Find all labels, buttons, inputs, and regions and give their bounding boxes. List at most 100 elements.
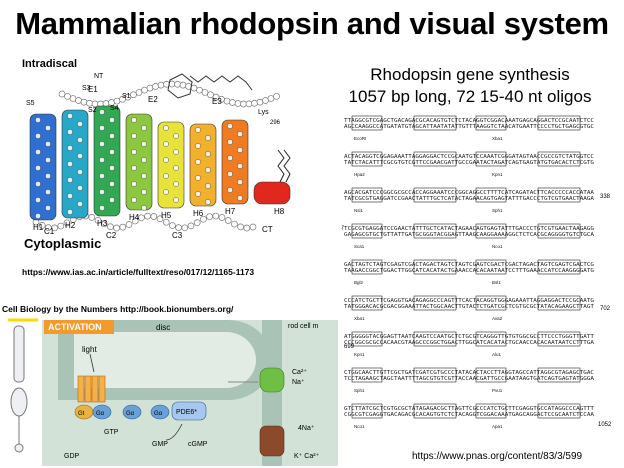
- helix-h7: [221, 119, 249, 205]
- light-arrow: [89, 353, 95, 373]
- gene-sequence-figure: TTAGGCGTCGAGCTGACAGACGCACAGTGTCTCTACAGGT…: [342, 115, 612, 429]
- loop-label-e1: E1: [88, 85, 98, 94]
- ias-source-url[interactable]: https://www.ias.ac.in/article/fulltext/r…: [22, 267, 255, 277]
- svg-text:Sca1: Sca1: [354, 244, 365, 249]
- svg-text:TCGCGTGAGGATCCGAACTATTTGCTCATA: TCGCGTGAGGATCCGAACTATTTGCTCATACTAGAACAGT…: [344, 226, 594, 232]
- gt-alpha-bound: [92, 404, 112, 420]
- helix-label-h4: H4: [129, 213, 140, 222]
- svg-text:Hpa2: Hpa2: [354, 172, 365, 177]
- pde-reaction-arrow: [165, 423, 183, 441]
- svg-text:Xba1: Xba1: [492, 136, 503, 141]
- cgmp-gated-channel: [259, 367, 285, 393]
- svg-text:Apa1: Apa1: [492, 424, 503, 429]
- helix-label-h6: H6: [193, 209, 204, 218]
- lys-label: Lys: [258, 109, 269, 116]
- helix-h1: [29, 113, 57, 221]
- svg-text:CGGCGTCGAGGTGACAGACGCACAGTGTCT: CGGCGTCGAGGTGACAGACGCACAGTGTCTCTACAGGTCG…: [344, 412, 594, 418]
- phototransduction-diagram: ACTIVATION light disc rod cell m Gt Gα G…: [2, 316, 338, 466]
- helix-label-h8: H8: [274, 207, 285, 216]
- helix-label-h2: H2: [65, 221, 76, 230]
- svg-text:AGCACGATCCCGGCGCGCCACCAGGAAATC: AGCACGATCCCGGCGCGCCACCAGGAAATCCCGGCAGGCC…: [344, 190, 594, 196]
- svg-text:TATCTACATTTCGCGTGTCGTTCCGAACGA: TATCTACATTTCGCGTGTCGTTCCGAACGATTGCCGAATA…: [344, 160, 594, 166]
- helix-group: H1 H2 H3 H4 H5 H6 H7 H8: [29, 105, 291, 232]
- helix-h3: [93, 105, 121, 217]
- pnas-source-url[interactable]: https://www.pnas.org/content/83/3/599: [412, 451, 583, 462]
- svg-text:Alu1: Alu1: [492, 352, 502, 357]
- pde6-enzyme: [171, 401, 207, 421]
- gtp-label: GTP: [104, 429, 119, 436]
- gt-beta-label: Gt: [78, 411, 85, 417]
- residue-label-s5: S5: [26, 100, 35, 107]
- svg-text:GACTAGTCTAGTCGAGTCGACTAGACTAGT: GACTAGTCTAGTCGAGTCGACTAGACTAGTCTAGTCGAGT…: [344, 262, 594, 268]
- loop-label-c1: C1: [44, 227, 55, 236]
- helix-h5: [157, 121, 185, 209]
- svg-text:GAGAGCGTGCTGTTATTGATGCGGGTACGG: GAGAGCGTGCTGTTATTGATGCGGGTACGGAGTTAAGCAA…: [344, 232, 594, 238]
- svg-text:Xba1: Xba1: [354, 316, 365, 321]
- rod-cell-label: rod cell m: [288, 323, 319, 330]
- lys-position-label: 296: [270, 120, 281, 126]
- residue-label-s1: S1: [122, 93, 131, 100]
- loop-label-c3: C3: [172, 231, 183, 238]
- light-label: light: [82, 345, 97, 354]
- svg-text:Pvu1: Pvu1: [492, 388, 503, 393]
- gt-alpha-label-3: Gα: [154, 411, 163, 417]
- svg-text:Nsi1: Nsi1: [354, 208, 363, 213]
- svg-text:Sph1: Sph1: [492, 208, 503, 213]
- ca-label: Ca²⁺: [292, 369, 307, 376]
- helix-label-h1: H1: [33, 223, 44, 232]
- rhodopsin-receptor: [77, 375, 106, 403]
- disc-lumen: [74, 332, 256, 388]
- svg-text:Nco1: Nco1: [354, 424, 365, 429]
- helix-label-h3: H3: [97, 219, 108, 228]
- svg-text:Kpn1: Kpn1: [354, 352, 365, 357]
- seq-marker-1052: 1052: [598, 422, 612, 428]
- gt-alpha-label-2: Gα: [126, 411, 135, 417]
- residue-label-s2: S2: [88, 107, 97, 114]
- na-in-label: 4Na⁺: [298, 425, 315, 432]
- gene-title-line-1: Rhodopsin gene synthesis: [370, 65, 570, 84]
- seq-marker-337: 337: [342, 226, 345, 232]
- gene-title-line-2: 1057 bp long, 72 15-40 nt oligos: [348, 87, 592, 106]
- loop-label-e3: E3: [212, 97, 222, 106]
- seq-marker-338: 338: [600, 194, 611, 200]
- gt-alpha-pde: [150, 404, 170, 420]
- svg-text:CCCATCTGCTTCGAGGTGACAGAGGCCCAG: CCCATCTGCTTCGAGGTGACAGAGGCCCAGTTTCACTACA…: [344, 298, 594, 304]
- activation-banner: [44, 320, 114, 334]
- helix-label-h5: H5: [161, 211, 172, 220]
- intradiscal-label: Intradiscal: [22, 58, 78, 70]
- svg-text:ACTACAGGTCGGAGAAATTAGGAGGACTCC: ACTACAGGTCGGAGAAATTAGGAGGACTCCGCAATGTCCA…: [344, 154, 594, 160]
- na-label: Na⁺: [292, 379, 305, 386]
- svg-text:Nco1: Nco1: [492, 244, 503, 249]
- exchanger: [259, 425, 285, 457]
- gmp-label: GMP: [152, 441, 168, 448]
- svg-text:EcoRI: EcoRI: [354, 136, 366, 141]
- svg-text:Ava2: Ava2: [492, 316, 503, 321]
- rod-cell-icon: [10, 325, 28, 453]
- svg-text:TATCGCGTGAGGATCCGAACTATTTGCTCA: TATCGCGTGAGGATCCGAACTATTTGCTCATACTAGAACA…: [344, 196, 594, 202]
- gt-alpha-label-1: Gα: [96, 411, 105, 417]
- retinal-chromophore: [167, 73, 253, 99]
- helix-label-h7: H7: [225, 207, 236, 216]
- svg-text:Bgl2: Bgl2: [354, 280, 364, 285]
- nt-label: NT: [94, 73, 104, 80]
- ct-label: CT: [262, 225, 273, 234]
- svg-text:TCCTAGAAGCTAGCTAATTTTAGCGTGTCG: TCCTAGAAGCTAGCTAATTTTAGCGTGTCGTTACCAACGA…: [344, 376, 594, 382]
- svg-text:TATGGGACACGCGACGGAAATTACTGGCAA: TATGGGACACGCGACGGAAATTACTGGCAACTTGTACTCT…: [344, 304, 594, 310]
- svg-text:ATGGGGGTACGGAGTTAATCAAGTCCAATG: ATGGGGGTACGGAGTTAATCAAGTCCAATGCTCTGCGTCA…: [344, 334, 594, 340]
- loop-label-c2: C2: [106, 231, 117, 238]
- svg-text:Sph1: Sph1: [354, 388, 365, 393]
- svg-text:Kpn1: Kpn1: [492, 172, 503, 177]
- residue-chain: [32, 80, 280, 232]
- helix-h8: [253, 181, 291, 205]
- disc-label: disc: [156, 323, 170, 332]
- k-ca-label: K⁺ Ca²⁺: [294, 453, 320, 460]
- gene-synthesis-heading: Rhodopsin gene synthesis 1057 bp long, 7…: [320, 64, 620, 108]
- cell-biology-numbers-label: Cell Biology by the Numbers http://book.…: [2, 304, 234, 314]
- slide-title: Mammalian rhodopsin and visual system: [15, 6, 609, 41]
- gdp-label: GDP: [64, 453, 80, 460]
- oligo-boxes: [351, 115, 581, 419]
- svg-text:AGCCAAGGCCATGATATGTAGCATTAATAT: AGCCAAGGCCATGATATGTAGCATTAATATATTGTTTAAG…: [344, 124, 594, 130]
- activation-title: ACTIVATION: [48, 322, 102, 332]
